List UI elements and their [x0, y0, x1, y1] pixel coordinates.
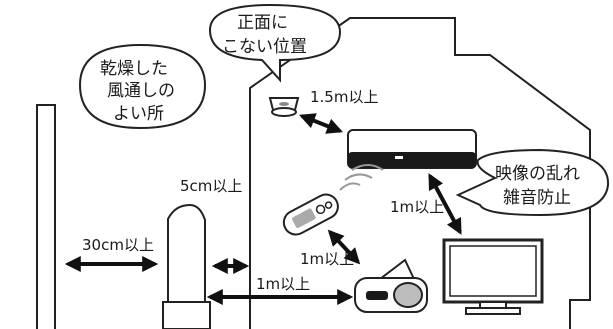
arrow-remote-radio	[327, 229, 361, 265]
bubble-right-line2: 雑音防止	[503, 188, 571, 208]
arrow-ac-tv	[428, 173, 462, 235]
television-icon	[442, 238, 544, 315]
label-unit-to-wall: 5cm以上	[180, 177, 242, 195]
bubble-left-line3: よい所	[113, 104, 164, 124]
air-conditioner-icon	[347, 129, 477, 169]
bubble-left-line2: 風通しの	[107, 81, 175, 101]
bubble-right-line1: 映像の乱れ	[495, 164, 580, 184]
remote-control-icon	[282, 164, 384, 236]
smoke-detector-icon	[268, 97, 300, 117]
indoor-unit-icon	[162, 203, 211, 329]
bubble-top: 正面に こない位置	[208, 3, 342, 83]
bubble-top-line1: 正面に	[237, 13, 288, 33]
label-remote-to-radio: 1m以上	[300, 250, 354, 268]
left-wall	[36, 104, 56, 329]
label-left-side: 30cm以上	[82, 236, 154, 254]
label-detector-to-ac: 1.5m以上	[310, 88, 378, 106]
bubble-left: 乾燥した 風通しの よい所	[78, 43, 207, 130]
bubble-top-line2: こない位置	[222, 37, 307, 57]
bubble-left-line1: 乾燥した	[100, 59, 168, 79]
bubble-right: 映像の乱れ 雑音防止	[455, 148, 610, 217]
label-ac-to-tv: 1m以上	[390, 198, 444, 216]
label-unit-to-radio: 1m以上	[256, 275, 310, 293]
arrow-detector-ac	[299, 113, 343, 134]
radio-cassette-icon	[354, 258, 428, 313]
